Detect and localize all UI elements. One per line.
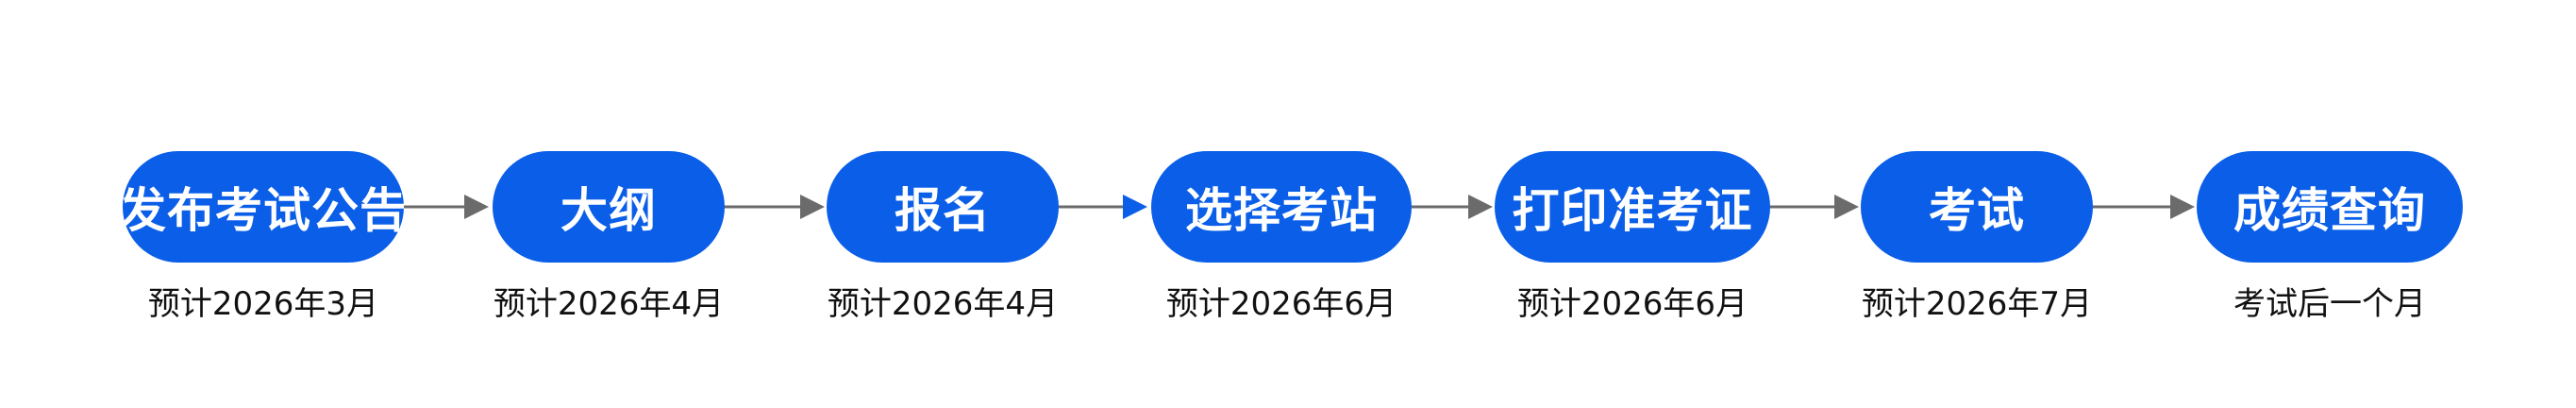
arrow-icon <box>1412 192 1495 222</box>
step-pill-select-site: 选择考站 <box>1151 151 1412 263</box>
step-date: 预计2026年6月 <box>1516 285 1748 323</box>
step-label: 选择考站 <box>1185 183 1378 238</box>
step-label: 发布考试公告 <box>119 183 408 238</box>
step-pill-score-query: 成绩查询 <box>2197 151 2463 263</box>
arrow-icon <box>1059 192 1149 222</box>
arrow-icon <box>2093 192 2197 222</box>
step-date: 预计2026年4月 <box>827 285 1059 323</box>
step-date: 预计2026年3月 <box>147 285 379 323</box>
step-date: 预计2026年4月 <box>493 285 725 323</box>
arrow-icon <box>404 192 491 222</box>
step-date: 预计2026年7月 <box>1861 285 2093 323</box>
step-label: 考试 <box>1929 183 2025 238</box>
arrow-icon <box>1770 192 1861 222</box>
arrow-icon <box>725 192 827 222</box>
step-date: 考试后一个月 <box>2233 285 2426 323</box>
step-date: 预计2026年6月 <box>1165 285 1397 323</box>
step-pill-syllabus: 大纲 <box>493 151 725 263</box>
step-pill-announcement: 发布考试公告 <box>119 151 407 263</box>
step-pill-exam: 考试 <box>1861 151 2093 263</box>
step-pill-print-admission: 打印准考证 <box>1495 151 1770 263</box>
step-label: 成绩查询 <box>2233 183 2426 238</box>
step-label: 报名 <box>895 183 991 238</box>
step-label: 大纲 <box>560 183 657 238</box>
step-label: 打印准考证 <box>1512 183 1753 238</box>
step-pill-registration: 报名 <box>827 151 1059 263</box>
